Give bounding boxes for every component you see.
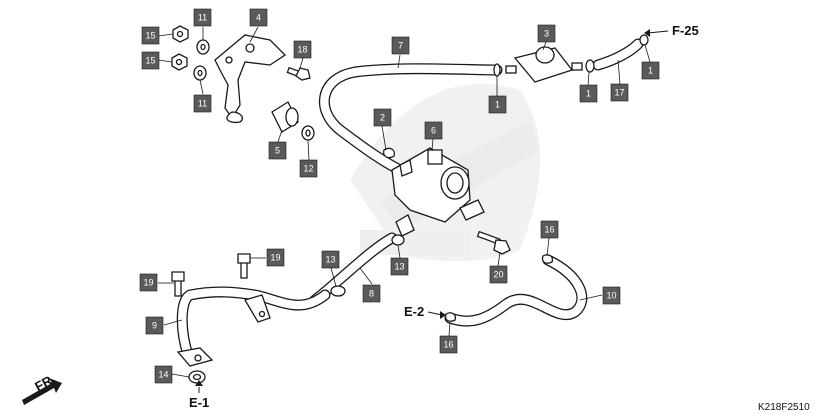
callout-7: 7: [391, 36, 410, 55]
svg-text:5: 5: [275, 146, 280, 156]
callout-15-lower: 15: [141, 51, 160, 70]
svg-text:11: 11: [198, 13, 207, 23]
callout-19-left: 19: [139, 273, 158, 292]
svg-text:15: 15: [145, 31, 155, 41]
callout-20: 20: [489, 265, 508, 284]
ref-e2: E-2: [404, 304, 446, 319]
bolt-18: [286, 66, 311, 81]
clamp-1-b: [585, 59, 595, 73]
svg-text:4: 4: [256, 13, 261, 23]
svg-text:F-25: F-25: [672, 23, 699, 38]
callout-1-b: 1: [579, 84, 598, 103]
callout-13-b: 13: [390, 257, 409, 276]
callout-11-lower: 11: [193, 94, 212, 113]
callout-2: 2: [373, 108, 392, 127]
svg-text:14: 14: [158, 370, 168, 380]
svg-text:1: 1: [648, 66, 653, 76]
svg-text:1: 1: [495, 100, 500, 110]
air-filter-3: [505, 46, 583, 83]
clamp-13-b: [391, 234, 405, 246]
callout-5: 5: [268, 141, 287, 160]
svg-text:12: 12: [303, 164, 313, 174]
callout-16-a: 16: [540, 220, 559, 239]
svg-text:16: 16: [544, 225, 554, 235]
callout-19-right: 19: [266, 248, 285, 267]
svg-text:18: 18: [297, 45, 307, 55]
svg-text:19: 19: [270, 253, 280, 263]
svg-text:9: 9: [152, 321, 157, 331]
svg-text:20: 20: [493, 270, 503, 280]
callout-14: 14: [154, 365, 173, 384]
clamp-1-a: [493, 63, 501, 77]
svg-text:1: 1: [586, 89, 591, 99]
grommet-5: [271, 101, 299, 133]
callout-13-a: 13: [321, 250, 340, 269]
svg-text:16: 16: [443, 340, 453, 350]
callout-3: 3: [537, 24, 556, 43]
clamp-13-a: [330, 285, 346, 297]
svg-text:8: 8: [369, 289, 374, 299]
drawing-code: K218F2510: [758, 402, 810, 413]
callout-4: 4: [249, 8, 268, 27]
clip-2: [382, 147, 396, 159]
svg-text:E-1: E-1: [189, 395, 209, 410]
air-valve-6: [391, 147, 485, 237]
callout-11-upper: 11: [193, 8, 212, 27]
svg-text:19: 19: [143, 278, 153, 288]
bolt-20: [476, 230, 511, 255]
svg-text:10: 10: [606, 291, 616, 301]
svg-text:3: 3: [544, 29, 549, 39]
washer-11-lower: [193, 65, 207, 81]
hose-17: [592, 38, 644, 71]
bolt-19-right: [237, 253, 251, 279]
leader-lines: [157, 26, 651, 378]
hose-7: [318, 63, 503, 176]
bolt-19-left: [171, 271, 185, 297]
clip-16-b: [444, 312, 457, 322]
front-direction-arrow: FR.: [22, 371, 62, 405]
washer-11-upper: [196, 39, 210, 55]
callout-18: 18: [293, 40, 312, 59]
pipe-9-bracket: [244, 294, 271, 323]
svg-text:13: 13: [394, 262, 404, 272]
pipe-9: [176, 286, 331, 361]
nut-15-upper: [172, 25, 189, 43]
hose-10: [444, 254, 588, 327]
svg-text:E-2: E-2: [404, 304, 424, 319]
svg-text:2: 2: [380, 113, 385, 123]
callout-16-b: 16: [439, 335, 458, 354]
callout-1-c: 1: [641, 61, 660, 80]
callout-15-upper: 15: [141, 26, 160, 45]
callout-12: 12: [299, 159, 318, 178]
gasket-14: [188, 370, 206, 384]
svg-text:7: 7: [398, 41, 403, 51]
svg-text:11: 11: [198, 99, 207, 109]
callout-10: 10: [602, 286, 621, 305]
svg-text:15: 15: [145, 56, 155, 66]
svg-text:17: 17: [614, 88, 624, 98]
svg-text:6: 6: [431, 126, 436, 136]
collar-12: [301, 125, 315, 141]
clip-16-a: [541, 254, 554, 264]
callout-6: 6: [424, 121, 443, 140]
clamp-1-c: [639, 34, 649, 46]
svg-text:13: 13: [325, 255, 335, 265]
callout-8: 8: [362, 284, 381, 303]
pipe-9-flange: [176, 347, 214, 367]
bracket-4: [214, 34, 287, 124]
svg-text:FR.: FR.: [32, 371, 58, 394]
ref-f25: F-25: [644, 23, 699, 38]
nut-15-lower: [171, 53, 188, 71]
callout-17: 17: [610, 83, 629, 102]
callout-9: 9: [145, 316, 164, 335]
callout-1-a: 1: [488, 95, 507, 114]
ref-e1: E-1: [189, 380, 209, 410]
